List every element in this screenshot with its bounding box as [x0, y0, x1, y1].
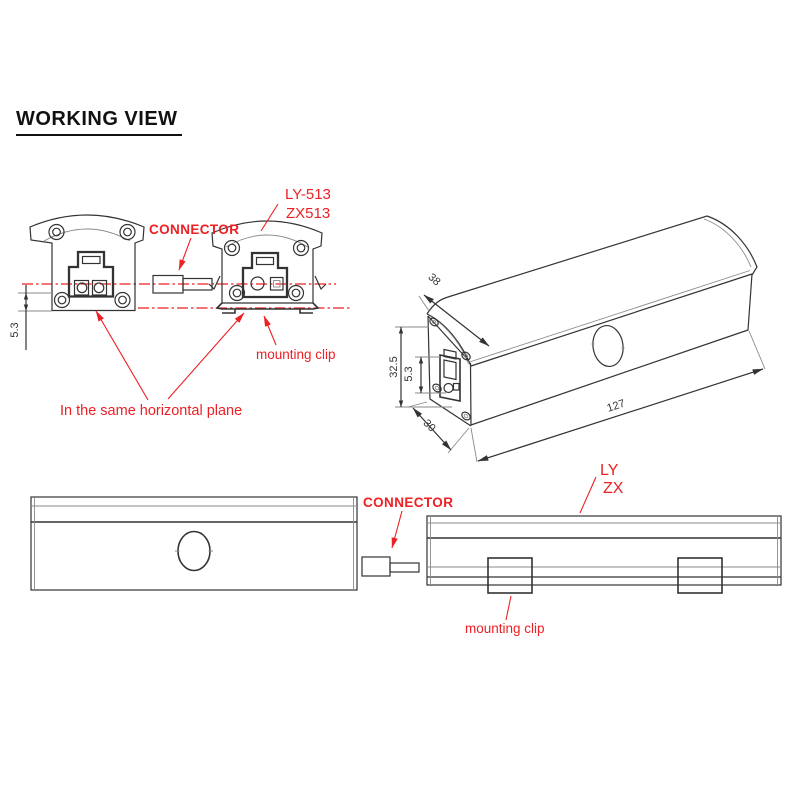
front-view-annotations: CONNECTOR LY-513 ZX513 mounting clip In …: [60, 186, 336, 419]
page-title: WORKING VIEW: [16, 108, 182, 136]
dim-5-3-front-label: 5.3: [9, 322, 21, 337]
mounting-clip-label-top: mounting clip: [256, 347, 336, 362]
dim-width-label: 38: [425, 271, 442, 288]
mounting-clip-1: [487, 557, 533, 594]
side-view-left-box: [30, 496, 358, 591]
end-view-right-with-clip: [208, 220, 327, 314]
inline-connector-bottom: [361, 556, 420, 577]
mounting-clip-2: [677, 557, 723, 594]
side-view-fixture: [426, 515, 782, 594]
model-label-line1: LY-513: [285, 186, 331, 203]
connector-label-bottom: CONNECTOR: [363, 495, 453, 510]
iso-model-line2: ZX: [603, 480, 624, 497]
iso-model-line1: LY: [600, 462, 619, 479]
mounting-clip-label-bottom: mounting clip: [465, 621, 545, 636]
connector-label-top: CONNECTOR: [149, 222, 239, 237]
model-label-line2: ZX513: [286, 205, 330, 222]
dim-length-label: 127: [605, 398, 626, 415]
isometric-view: [426, 215, 758, 427]
end-view-left: [29, 214, 145, 312]
plane-note-label: In the same horizontal plane: [60, 403, 242, 419]
dim-5-3-front: 5.3: [9, 285, 52, 350]
inline-connector-top: [152, 274, 213, 294]
side-view-annotations: CONNECTOR LY ZX mounting clip: [363, 462, 624, 636]
dim-offset-iso-label: 5.3: [403, 366, 415, 381]
dim-height-label: 32.5: [388, 356, 400, 377]
